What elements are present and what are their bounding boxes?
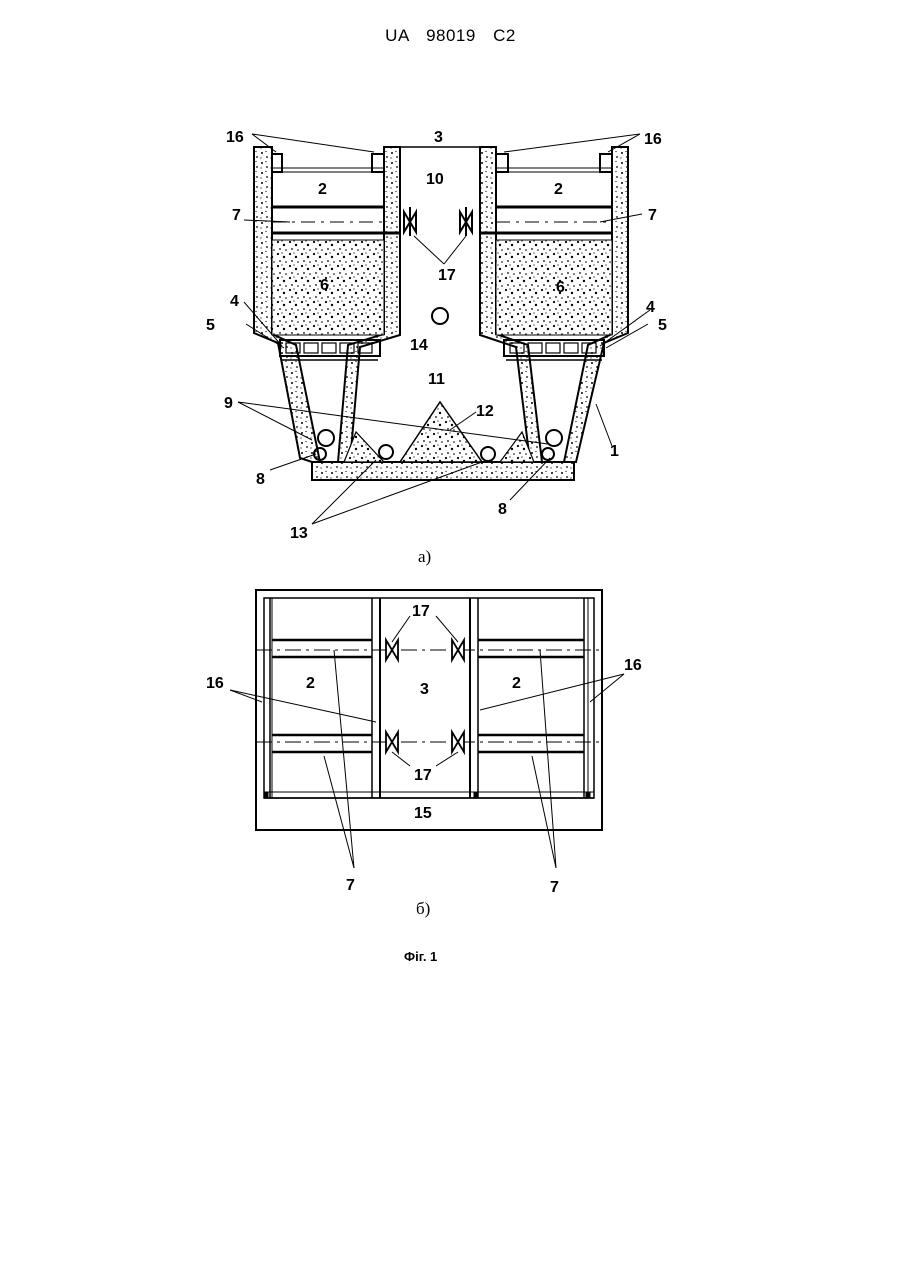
label-4-right: 4 xyxy=(646,299,655,316)
figure-caption: Фіг. 1 xyxy=(404,949,437,964)
valve-left-icon xyxy=(404,207,416,236)
label-5-right: 5 xyxy=(658,317,667,334)
label-3: 3 xyxy=(434,129,443,146)
label-7-left: 7 xyxy=(232,207,241,224)
right-top-collector xyxy=(496,154,508,172)
left-top-collector-2 xyxy=(372,154,384,172)
pipe-right-upper xyxy=(546,430,562,446)
left-top-collector xyxy=(272,154,282,172)
caption-b: б) xyxy=(416,899,430,918)
pipe-right-lower xyxy=(542,448,554,460)
label-17-top: 17 xyxy=(412,603,430,620)
sand-pile-12 xyxy=(400,402,482,462)
right-filter-media xyxy=(496,240,612,335)
label-17: 17 xyxy=(438,267,456,284)
label-8-right: 8 xyxy=(498,501,507,518)
plan-valve-bottom-right-icon xyxy=(452,732,464,752)
label-17-bottom: 17 xyxy=(414,767,432,784)
label-6-left: 6 xyxy=(320,277,329,294)
label-10: 10 xyxy=(426,171,444,188)
label-8-left: 8 xyxy=(256,471,265,488)
label-11: 11 xyxy=(428,371,445,388)
label-1: 1 xyxy=(610,443,619,460)
label-7-right: 7 xyxy=(648,207,657,224)
label-2-right-b: 2 xyxy=(512,675,521,692)
right-top-collector-2 xyxy=(600,154,612,172)
label-2-right: 2 xyxy=(554,181,563,198)
label-12: 12 xyxy=(476,403,494,420)
label-2-left: 2 xyxy=(318,181,327,198)
label-16-right-b: 16 xyxy=(624,657,642,674)
label-14: 14 xyxy=(410,337,428,354)
label-16-right: 16 xyxy=(644,131,662,148)
label-15: 15 xyxy=(414,805,432,822)
label-16-left-b: 16 xyxy=(206,675,224,692)
plan-valve-top-left-icon xyxy=(386,640,398,660)
label-7-left-b: 7 xyxy=(346,877,355,894)
figure-a-section xyxy=(238,134,650,524)
label-13: 13 xyxy=(290,525,308,542)
valve-right-icon xyxy=(460,207,472,236)
label-6-right: 6 xyxy=(556,279,565,296)
label-4-left: 4 xyxy=(230,293,239,310)
caption-a: а) xyxy=(418,547,431,566)
plan-valve-bottom-left-icon xyxy=(386,732,398,752)
label-9: 9 xyxy=(224,395,233,412)
label-7-right-b: 7 xyxy=(550,879,559,896)
pipe-13-left xyxy=(379,445,393,459)
label-2-left-b: 2 xyxy=(306,675,315,692)
figure-b-plan xyxy=(230,590,624,868)
pipe-left-upper xyxy=(318,430,334,446)
label-16-left: 16 xyxy=(226,129,244,146)
plan-valve-top-right-icon xyxy=(452,640,464,660)
label-3-b: 3 xyxy=(420,681,429,698)
pipe-13-mid xyxy=(481,447,495,461)
label-5-left: 5 xyxy=(206,317,215,334)
base-slab xyxy=(312,462,574,480)
pipe-14-circle xyxy=(432,308,448,324)
